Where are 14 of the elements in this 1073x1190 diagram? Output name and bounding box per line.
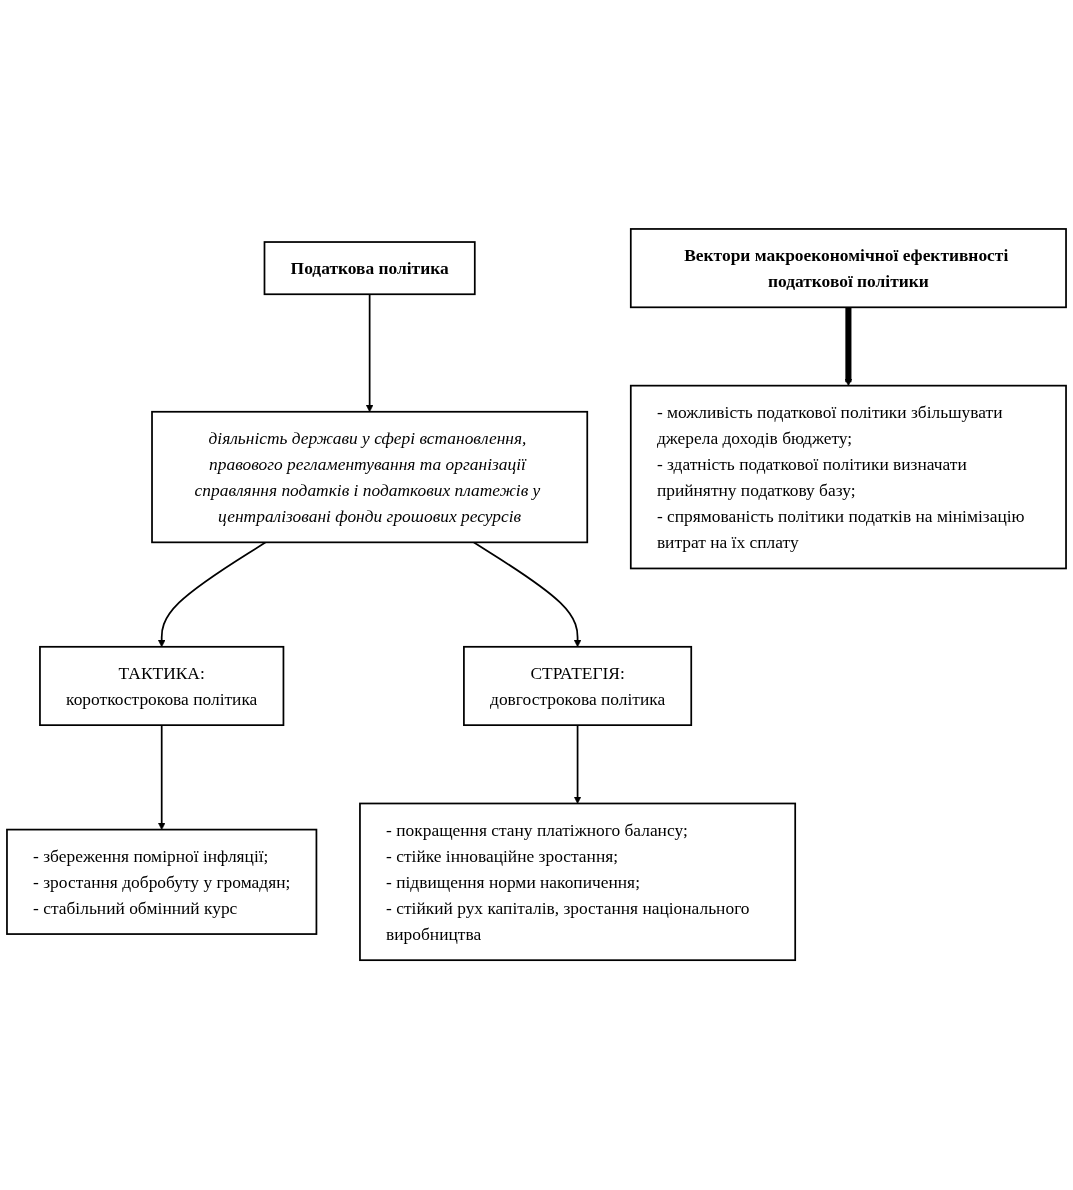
node-box: діяльність держави у сфері встановлення, правового регламентування та організації справляння податків і податкових платежів у централізовані фонди грошових ресурсів — [151, 411, 589, 544]
node-box: - збереження помірної інфляції; - зростання добробуту у громадян; - стабільний обмінний курс — [6, 829, 318, 936]
node-box: Податкова політика — [263, 241, 476, 296]
arrow — [157, 541, 267, 648]
arrow — [472, 541, 582, 648]
node-box: ТАКТИКА: короткострокова політика — [39, 646, 285, 727]
node-box: Вектори макроекономічної ефективності податкової політики — [629, 228, 1067, 309]
arrow — [573, 724, 582, 805]
arrow — [844, 307, 853, 387]
arrow — [157, 724, 166, 831]
arrow — [365, 293, 374, 413]
node-box: - покращення стану платіжного балансу; - стійке інноваційне зростання; - підвищення норми накопичення; - стійкий рух капіталів, зростання національного виробництва — [359, 803, 797, 962]
node-box: СТРАТЕГІЯ: довгострокова політика — [463, 646, 693, 727]
node-box: - можливість податкової політики збільшувати джерела доходів бюджету; - здатність податкової політики визначати прийнятну податкову базу; - спрямованість політики податків на мінімізацію витрат на їх сплату — [629, 385, 1067, 570]
